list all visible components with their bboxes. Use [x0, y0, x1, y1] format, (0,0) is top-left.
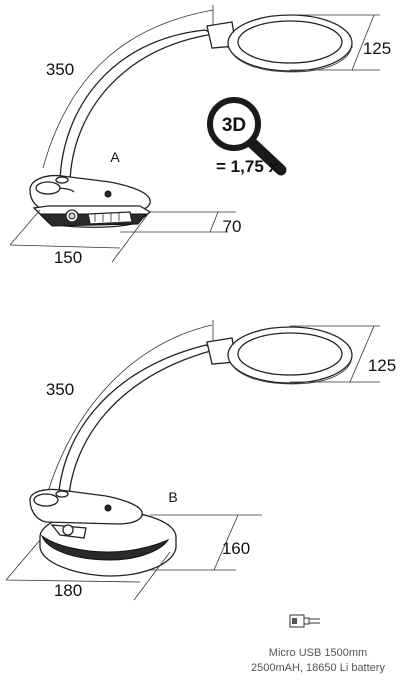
lamp-a-depth-dimension	[120, 211, 236, 233]
lamp-a-width-dimension	[9, 209, 149, 263]
magnifier-icon	[207, 97, 287, 176]
lamp-a-label: A	[110, 149, 120, 165]
lamp-a-head-dimension	[290, 14, 380, 71]
magnifier-badge-label: 3D	[222, 115, 246, 136]
lamp-b-depth-dimension	[150, 514, 262, 571]
lamp-b-label: B	[168, 489, 177, 505]
lamp-a-arm-length-label: 350	[46, 60, 74, 79]
lamp-b-arm	[57, 344, 216, 509]
lamp-b-head-dimension	[290, 325, 380, 383]
lamp-a-arm	[59, 29, 217, 183]
lamp-a-depth-label: 70	[223, 217, 242, 236]
power-spec-line-1: Micro USB 1500mm	[269, 647, 367, 659]
magnification-label: = 1,75 x	[216, 157, 278, 176]
lamp-b-arm-dimension-line	[42, 324, 213, 511]
lamp-a-clip-base	[29, 174, 152, 228]
lamp-a-arm-dimension-line	[42, 9, 214, 169]
lamp-a-width-label: 150	[54, 248, 82, 267]
lamp-b-arm-length-label: 350	[46, 380, 74, 399]
lamp-b-head	[206, 326, 353, 385]
lamp-b-width-dimension	[5, 539, 171, 601]
lamp-a-head	[206, 14, 353, 73]
lamp-b-width-label: 180	[54, 581, 82, 600]
lamp-b-head-diameter-label: 125	[368, 356, 396, 375]
lamp-a-drawing	[9, 5, 380, 263]
lamp-b-drawing	[5, 320, 380, 601]
usb-cable-icon	[289, 614, 320, 628]
power-spec-line-2: 2500mAH, 18650 Li battery	[251, 662, 385, 674]
lamp-a-head-diameter-label: 125	[363, 39, 391, 58]
lamp-b-round-base	[29, 488, 177, 577]
lamp-b-depth-label: 160	[222, 539, 250, 558]
